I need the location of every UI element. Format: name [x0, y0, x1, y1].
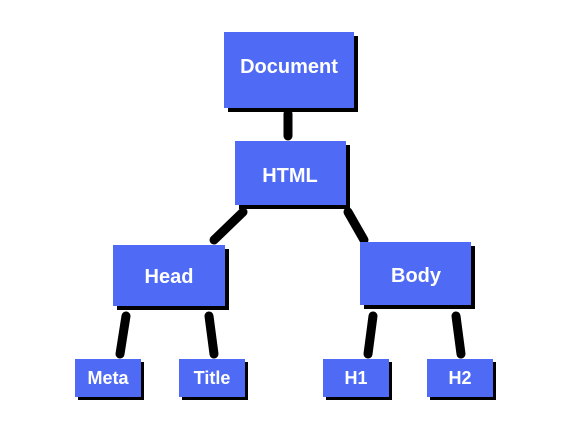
node-head-box — [113, 245, 225, 306]
node-html-label: HTML — [262, 165, 318, 187]
node-title-box — [179, 359, 245, 397]
node-h1-box — [323, 359, 389, 397]
node-body-box — [360, 242, 471, 305]
edge-head-title — [204, 311, 219, 359]
node-body: Body — [360, 242, 475, 309]
node-title-label: Title — [194, 368, 231, 388]
node-h2: H2 — [427, 359, 496, 400]
node-body-label: Body — [391, 265, 442, 287]
node-head: Head — [113, 245, 229, 310]
edge-html-head — [209, 207, 248, 245]
node-head-label: Head — [145, 266, 194, 288]
edges — [115, 109, 466, 359]
node-h1: H1 — [323, 359, 392, 400]
edge-head-meta — [115, 311, 131, 359]
node-h2-box — [427, 359, 493, 397]
edge-body-h1 — [363, 311, 378, 359]
node-html: HTML — [235, 141, 350, 209]
node-meta-label: Meta — [87, 368, 129, 388]
node-document-box — [224, 32, 354, 108]
node-meta-box — [75, 359, 141, 397]
node-document: Document — [224, 32, 358, 112]
node-title: Title — [179, 359, 248, 400]
node-h1-label: H1 — [344, 368, 367, 388]
node-html-box — [235, 141, 346, 205]
edge-html-body — [343, 207, 369, 245]
edge-body-h2 — [451, 311, 466, 359]
node-meta: Meta — [75, 359, 144, 400]
node-h2-label: H2 — [448, 368, 471, 388]
node-document-label: Document — [240, 56, 338, 78]
